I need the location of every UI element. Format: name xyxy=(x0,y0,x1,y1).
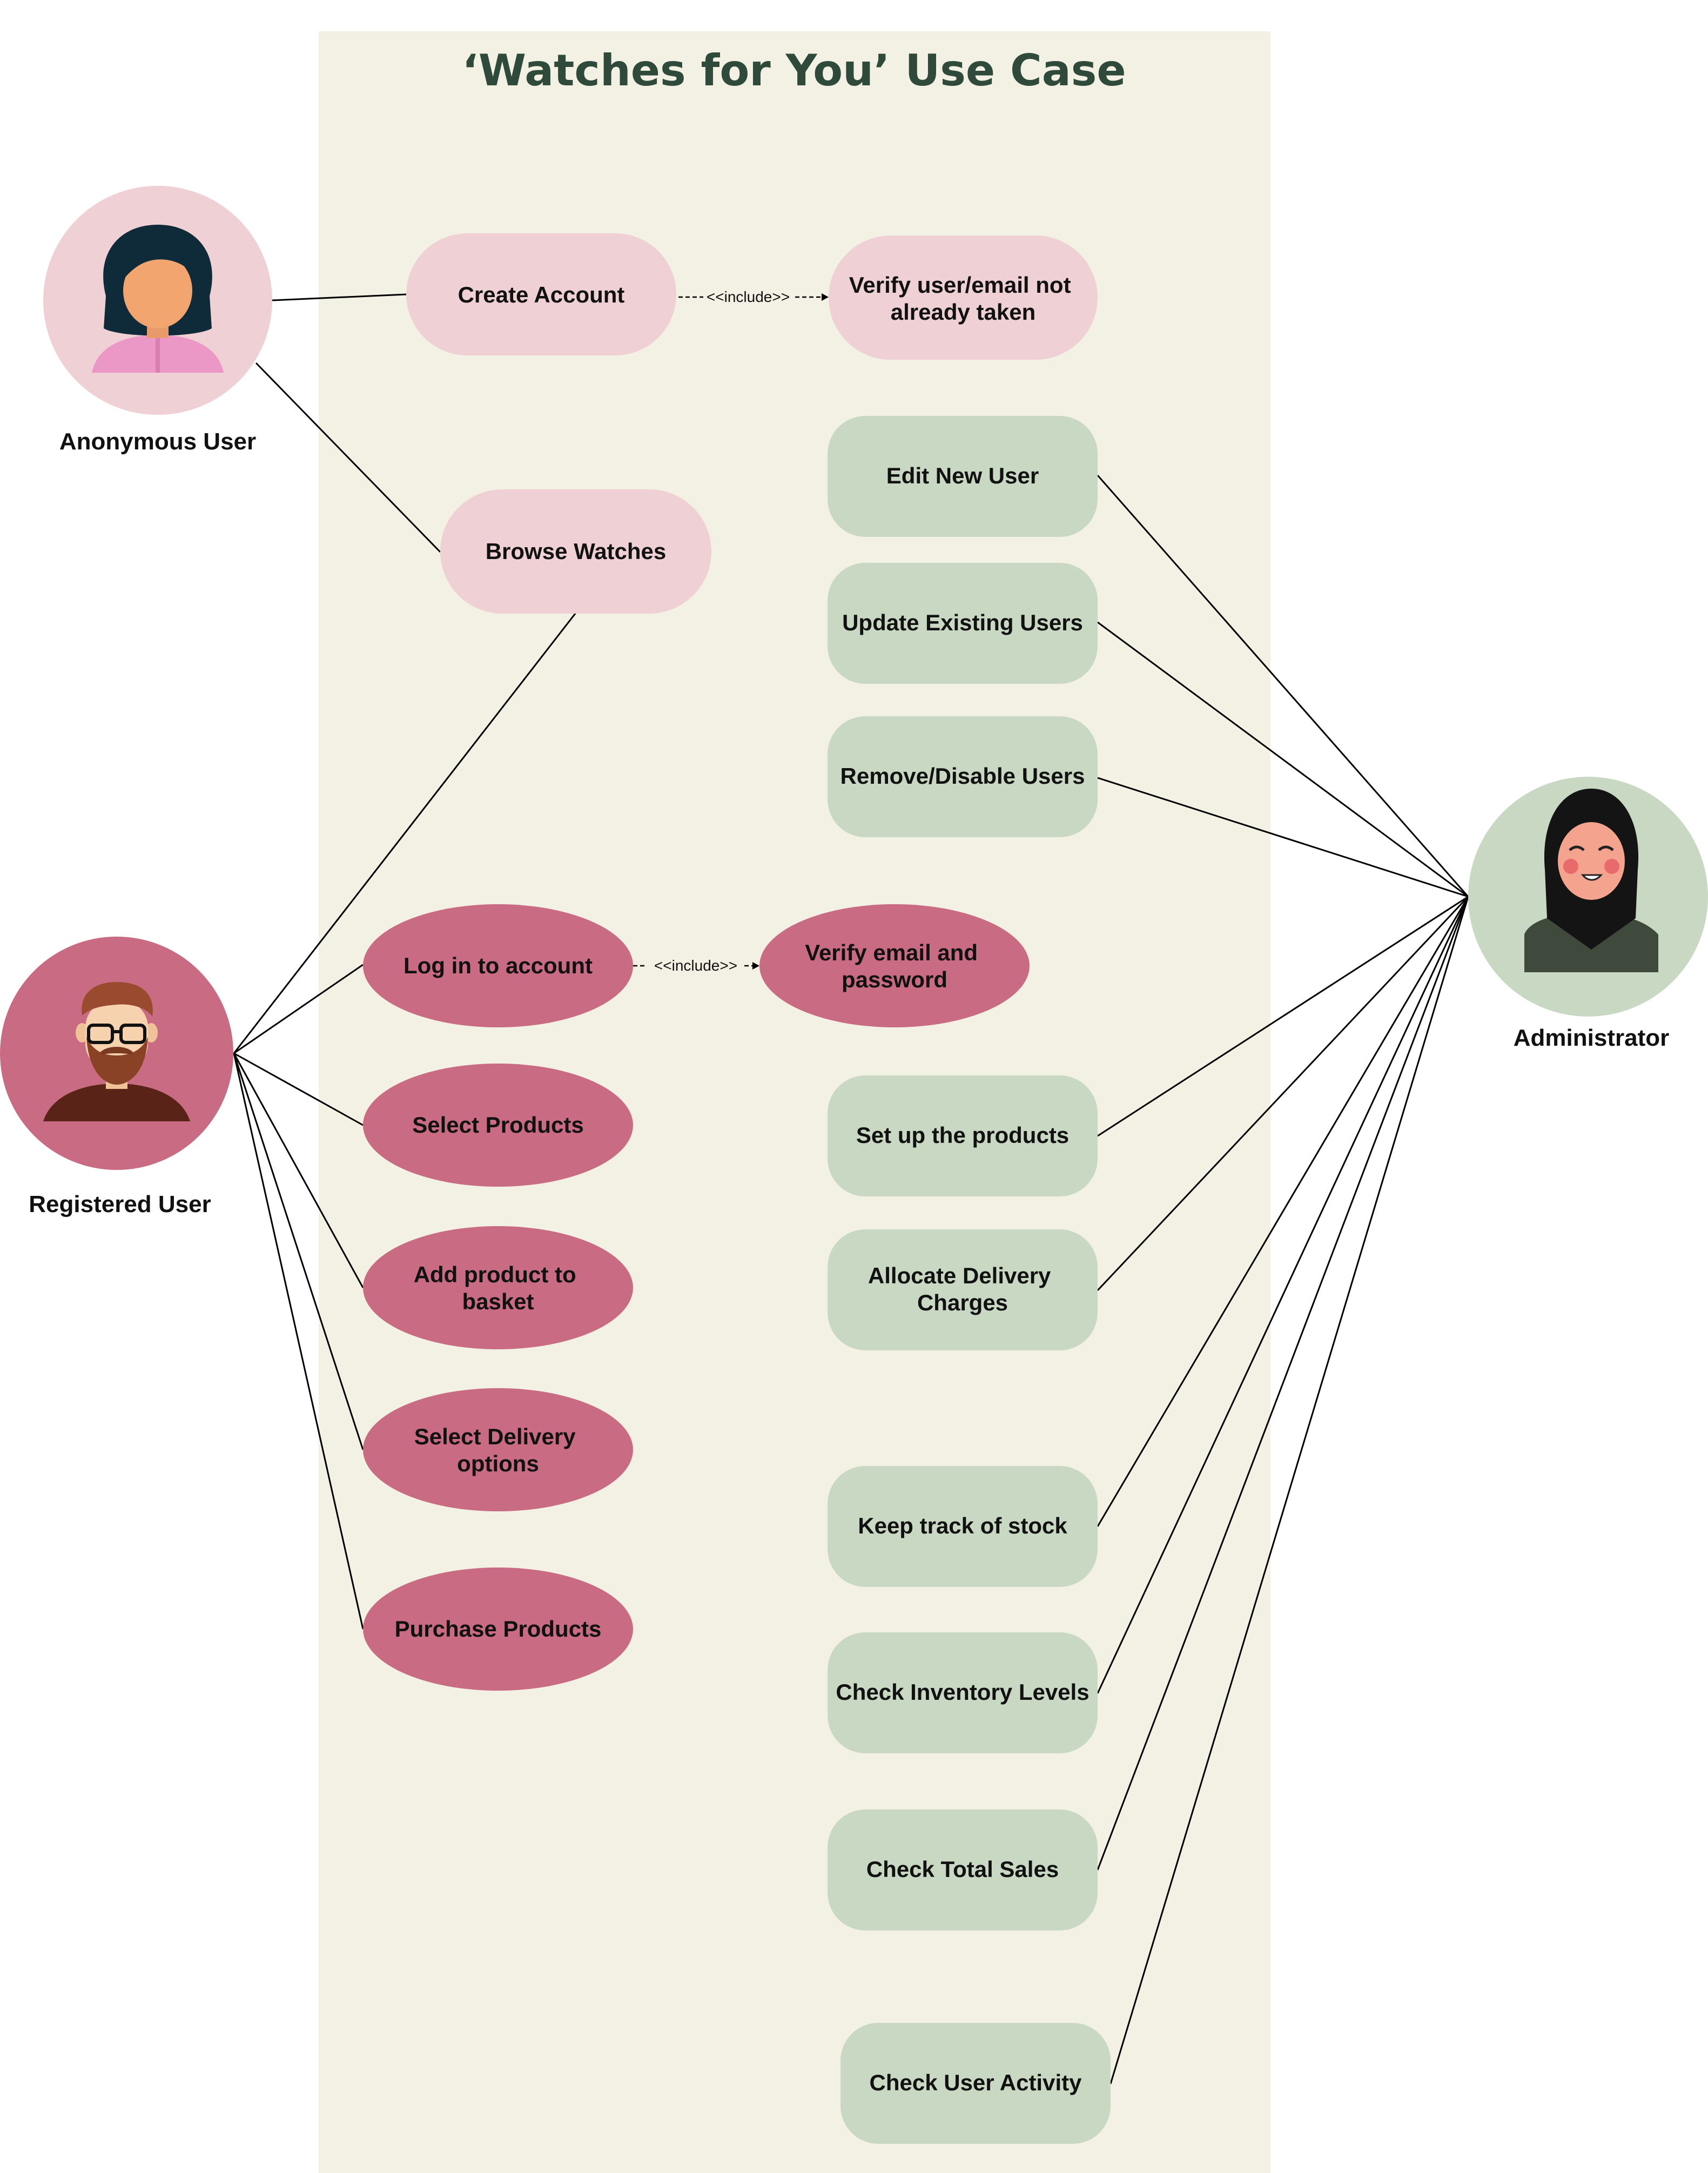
usecase-label: Edit New User xyxy=(886,463,1039,488)
usecase-label: Verify user/email not xyxy=(849,272,1071,298)
association-registered-add-to-basket xyxy=(233,1053,364,1288)
association-admin-edit-new-user xyxy=(1097,475,1469,897)
usecase-create-account[interactable]: Create Account xyxy=(406,233,676,355)
usecase-label: Check Inventory Levels xyxy=(836,1679,1089,1705)
usecase-label: Select Delivery xyxy=(414,1424,576,1449)
usecase-keep-track-of-stock[interactable]: Keep track of stock xyxy=(828,1466,1098,1587)
svg-text:Create Account: Create Account xyxy=(458,282,625,307)
usecase-verify-email-password[interactable]: Verify email and password xyxy=(759,904,1030,1027)
include-arrowhead xyxy=(752,962,759,970)
svg-text:Purchase Products: Purchase Products xyxy=(395,1616,602,1641)
usecase-verify-user-email[interactable]: Verify user/email not already taken xyxy=(829,236,1098,360)
usecase-label: basket xyxy=(462,1289,534,1314)
actor-administrator[interactable]: Administrator xyxy=(1468,777,1708,1051)
usecase-allocate-delivery-charges[interactable]: Allocate Delivery Charges xyxy=(828,1229,1098,1350)
usecase-label: Add product to xyxy=(414,1262,576,1287)
usecase-label: Browse Watches xyxy=(486,539,667,564)
usecase-select-products[interactable]: Select Products xyxy=(363,1064,633,1187)
association-admin-check-total-sales xyxy=(1097,896,1469,1871)
svg-text:Log in to account: Log in to account xyxy=(404,953,593,978)
administrator-label: Administrator xyxy=(1514,1025,1669,1051)
svg-text:Set up the products: Set up the products xyxy=(856,1122,1069,1148)
usecase-label: Create Account xyxy=(458,282,625,307)
association-admin-remove-users xyxy=(1097,777,1469,898)
include-label: <<include>> xyxy=(654,957,737,974)
usecase-label: Check User Activity xyxy=(870,2070,1082,2095)
svg-text:Check Total Sales: Check Total Sales xyxy=(866,1856,1059,1882)
anonymous-user-label: Anonymous User xyxy=(59,428,256,455)
usecase-label: Select Products xyxy=(412,1112,583,1138)
usecase-select-delivery-options[interactable]: Select Delivery options xyxy=(363,1388,633,1511)
svg-text:Browse Watches: Browse Watches xyxy=(486,539,667,564)
svg-text:Verify email and passwor: Verify email and password xyxy=(805,940,984,992)
usecase-label: Charges xyxy=(917,1290,1008,1315)
usecase-browse-watches[interactable]: Browse Watches xyxy=(440,489,711,614)
include-label: <<include>> xyxy=(707,288,790,305)
usecase-label: Remove/Disable Users xyxy=(840,763,1085,789)
usecase-label: Set up the products xyxy=(856,1122,1069,1148)
usecase-label: Update Existing Users xyxy=(842,610,1083,635)
actor-anonymous-user[interactable]: Anonymous User xyxy=(43,186,272,455)
association-lines xyxy=(233,293,1469,2084)
usecase-label: options xyxy=(457,1451,539,1476)
actor-registered-user[interactable]: Registered User xyxy=(0,937,233,1217)
usecase-purchase-products[interactable]: Purchase Products xyxy=(363,1567,633,1691)
svg-text:Allocate Delivery Charge: Allocate Delivery Charges xyxy=(868,1263,1057,1315)
association-admin-set-up-products xyxy=(1097,896,1469,1137)
association-anon-browse-watches xyxy=(255,362,441,553)
association-admin-allocate-delivery xyxy=(1097,896,1469,1291)
svg-text:Keep track of stock: Keep track of stock xyxy=(858,1513,1067,1538)
diagram-title: ‘Watches for You’ Use Case xyxy=(462,45,1126,96)
usecase-log-in-to-account[interactable]: Log in to account xyxy=(363,904,633,1027)
usecase-add-product-to-basket[interactable]: Add product to basket xyxy=(363,1226,633,1349)
man-avatar-icon xyxy=(43,982,190,1121)
usecase-check-inventory-levels[interactable]: Check Inventory Levels xyxy=(828,1632,1098,1753)
include-log-in: <<include>> xyxy=(633,957,759,974)
usecase-label: Log in to account xyxy=(404,953,593,978)
usecase-edit-new-user[interactable]: Edit New User xyxy=(828,416,1098,537)
usecase-set-up-products[interactable]: Set up the products xyxy=(828,1075,1098,1196)
association-admin-keep-track-stock xyxy=(1097,896,1469,1527)
registered-user-label: Registered User xyxy=(29,1191,211,1217)
usecase-label: Verify email and xyxy=(805,940,978,965)
usecase-label: password xyxy=(842,967,947,992)
usecase-remove-disable-users[interactable]: Remove/Disable Users xyxy=(828,716,1098,837)
association-admin-update-users xyxy=(1097,621,1469,898)
usecase-label: Purchase Products xyxy=(395,1616,602,1641)
association-registered-browse-watches xyxy=(233,611,578,1054)
include-create-account: <<include>> xyxy=(671,288,829,305)
svg-text:Check User Activity: Check User Activity xyxy=(870,2070,1082,2095)
include-arrowhead xyxy=(822,293,829,301)
association-anon-create-account xyxy=(272,293,407,301)
usecase-label: already taken xyxy=(891,299,1036,325)
association-registered-log-in xyxy=(233,964,364,1054)
svg-text:Verify user/email not al: Verify user/email not already taken xyxy=(849,272,1078,325)
association-admin-check-inventory xyxy=(1097,896,1469,1694)
svg-text:Edit New User: Edit New User xyxy=(886,463,1039,488)
association-registered-purchase xyxy=(233,1053,364,1630)
usecase-label: Allocate Delivery xyxy=(868,1263,1051,1288)
svg-text:Select Delivery options: Select Delivery options xyxy=(414,1424,582,1476)
association-registered-select-delivery xyxy=(233,1053,364,1450)
usecase-check-total-sales[interactable]: Check Total Sales xyxy=(828,1809,1098,1930)
association-registered-select-products xyxy=(233,1052,364,1126)
usecase-label: Keep track of stock xyxy=(858,1513,1067,1538)
svg-text:Check Inventory Levels: Check Inventory Levels xyxy=(836,1679,1089,1705)
association-admin-check-user-activity xyxy=(1109,896,1469,2084)
svg-text:Select Products: Select Products xyxy=(412,1112,583,1138)
usecase-check-user-activity[interactable]: Check User Activity xyxy=(840,2023,1111,2144)
svg-text:Update Existing Users: Update Existing Users xyxy=(842,610,1083,635)
woman-avatar-icon xyxy=(92,225,224,373)
svg-text:Remove/Disable Users: Remove/Disable Users xyxy=(840,763,1085,789)
woman-hijab-avatar-icon xyxy=(1524,789,1658,972)
svg-text:Add product to basket: Add product to basket xyxy=(414,1262,583,1314)
usecase-update-existing-users[interactable]: Update Existing Users xyxy=(828,563,1098,684)
usecase-label: Check Total Sales xyxy=(866,1856,1059,1882)
